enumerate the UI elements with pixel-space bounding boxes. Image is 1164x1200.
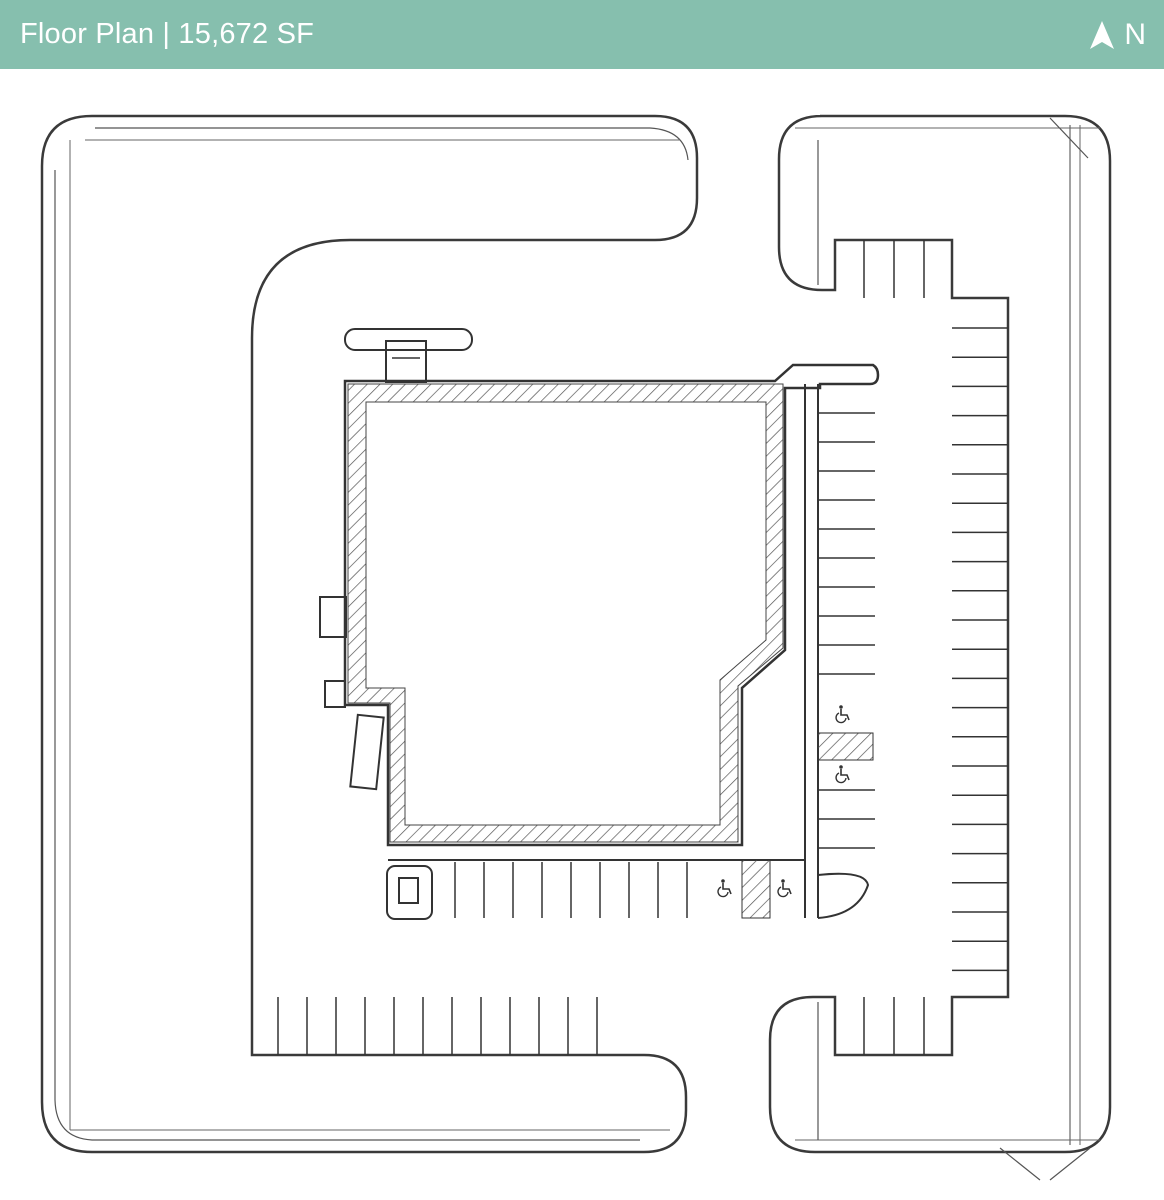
- west-door-box: [319, 596, 347, 638]
- north-sign-island: [344, 328, 473, 351]
- building-wall-hatch: [347, 383, 784, 843]
- accessible-aisle-south: [741, 859, 771, 919]
- west-lot-inner-edge: [54, 127, 689, 1141]
- parking-stalls: [277, 240, 1008, 1055]
- page-title: Floor Plan | 15,672 SF: [20, 18, 315, 50]
- entry-structure: [385, 340, 427, 383]
- wheelchair-icon: [835, 705, 850, 724]
- accessible-symbols: [717, 705, 850, 898]
- accessible-aisle-east: [817, 732, 874, 761]
- wheelchair-icon: [717, 879, 732, 898]
- north-label: N: [1124, 17, 1146, 51]
- corner-detail: [999, 117, 1091, 1181]
- wheelchair-icon: [835, 765, 850, 784]
- west-utility-box: [324, 680, 346, 708]
- east-landscape-island: [817, 872, 870, 919]
- wheelchair-icon: [777, 879, 792, 898]
- north-arrow-icon: [1090, 20, 1115, 49]
- header-bar: Floor Plan | 15,672 SF N: [0, 0, 1164, 69]
- west-lot-outline: [40, 114, 699, 1154]
- east-lot-outline: [768, 114, 1112, 1154]
- south-island-box: [398, 877, 419, 904]
- dumpster-enclosure: [349, 713, 385, 791]
- building-outline: [343, 363, 880, 847]
- site-plan-drawing: [40, 114, 1112, 1181]
- north-indicator: N: [1088, 18, 1146, 52]
- site-plan: [0, 69, 1164, 1200]
- south-landscape-island: [386, 865, 433, 920]
